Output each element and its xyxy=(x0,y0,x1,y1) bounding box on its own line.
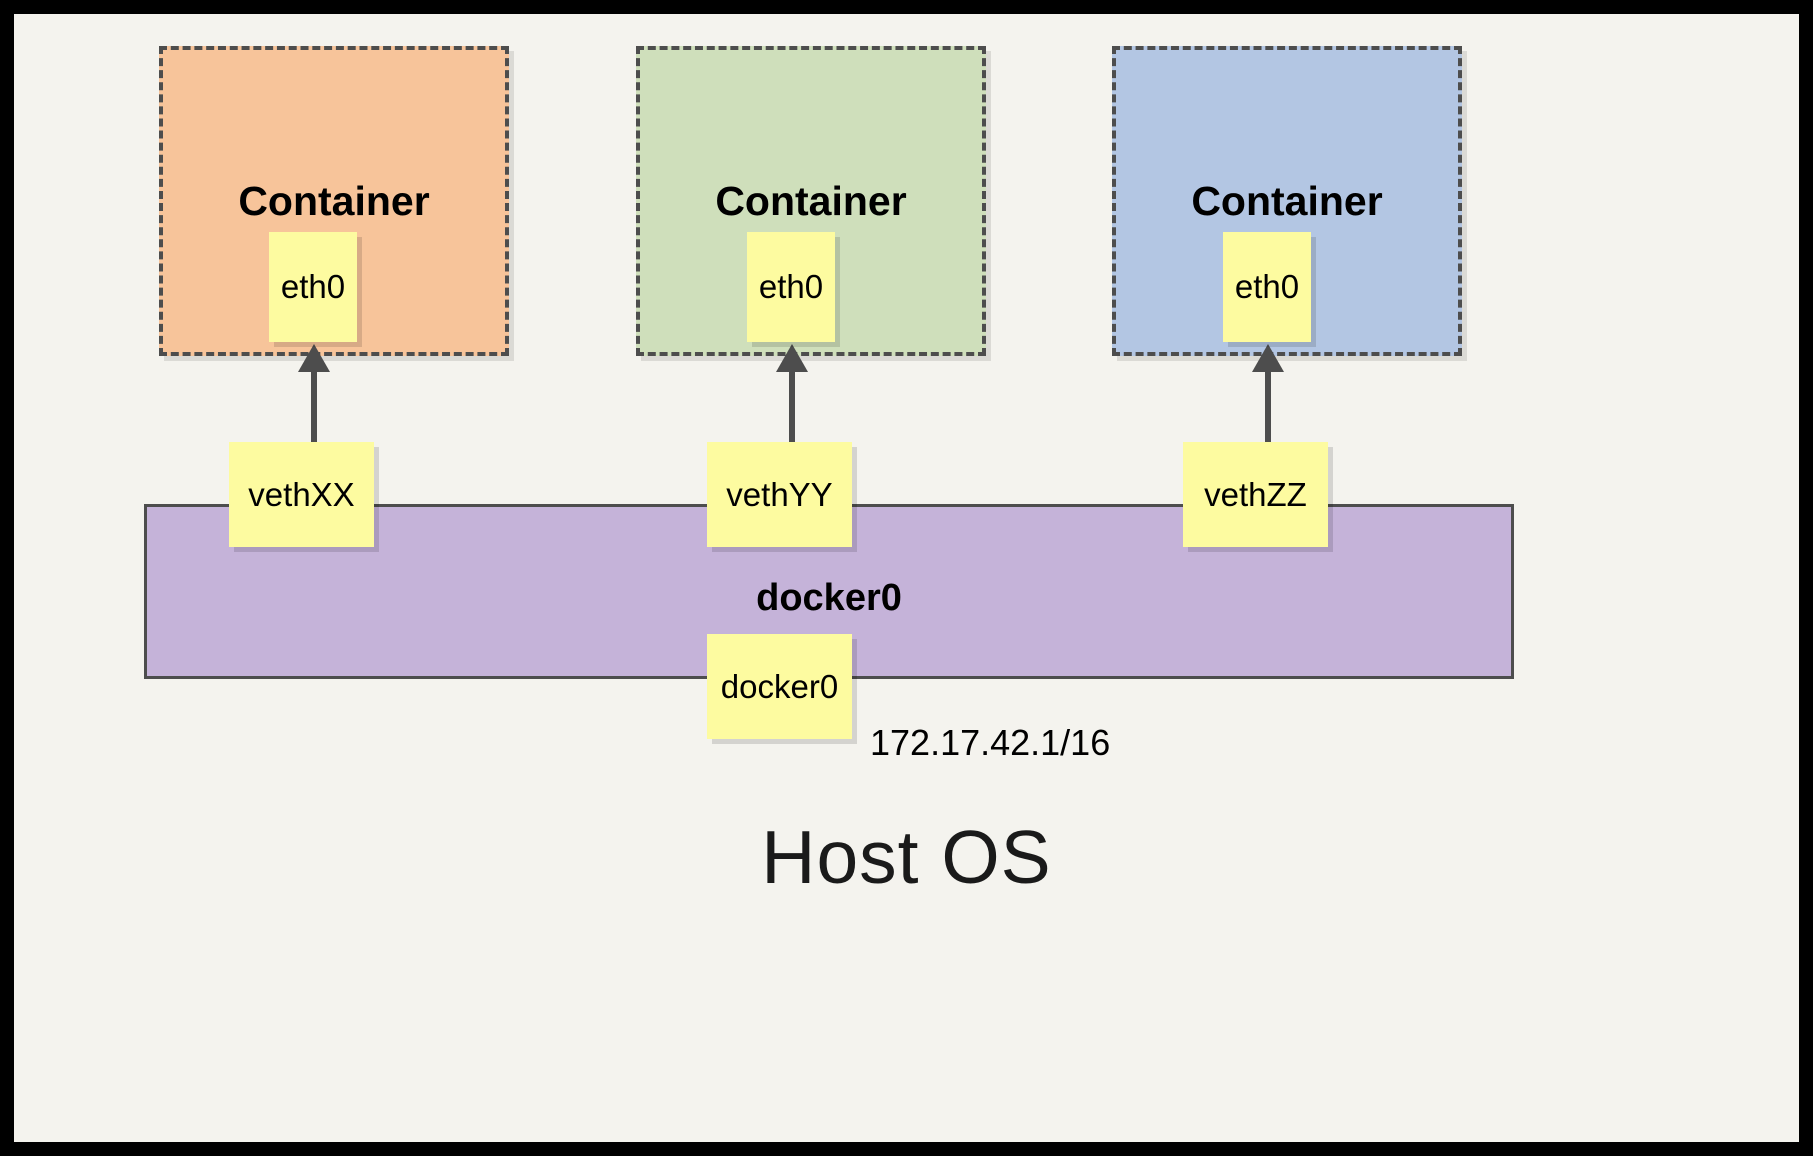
veth-label-1: vethXX xyxy=(248,475,355,513)
docker0-interface-box[interactable]: docker0 xyxy=(707,634,852,739)
host-os-title: Host OS xyxy=(761,815,1052,899)
container-eth0-label-2: eth0 xyxy=(758,268,824,305)
container-title-2: Container xyxy=(715,178,907,224)
container-eth0-box-2[interactable]: eth0 xyxy=(747,232,835,342)
veth-box-2[interactable]: vethYY xyxy=(707,442,852,547)
container-title-1: Container xyxy=(238,178,430,224)
container-eth0-label-1: eth0 xyxy=(280,268,346,305)
docker0-interface-label: docker0 xyxy=(720,667,839,705)
diagram-canvas: Container eth0 Container eth0 Container … xyxy=(14,14,1799,1142)
container-eth0-box-1[interactable]: eth0 xyxy=(269,232,357,342)
veth-box-1[interactable]: vethXX xyxy=(229,442,374,547)
container-title-3: Container xyxy=(1191,178,1383,224)
container-eth0-box-3[interactable]: eth0 xyxy=(1223,232,1311,342)
veth-label-2: vethYY xyxy=(726,475,833,513)
docker0-ip-label: 172.17.42.1/16 xyxy=(870,722,1111,763)
veth-box-3[interactable]: vethZZ xyxy=(1183,442,1328,547)
container-eth0-label-3: eth0 xyxy=(1234,268,1300,305)
docker0-bridge-label: docker0 xyxy=(756,577,902,619)
veth-label-3: vethZZ xyxy=(1204,475,1307,513)
